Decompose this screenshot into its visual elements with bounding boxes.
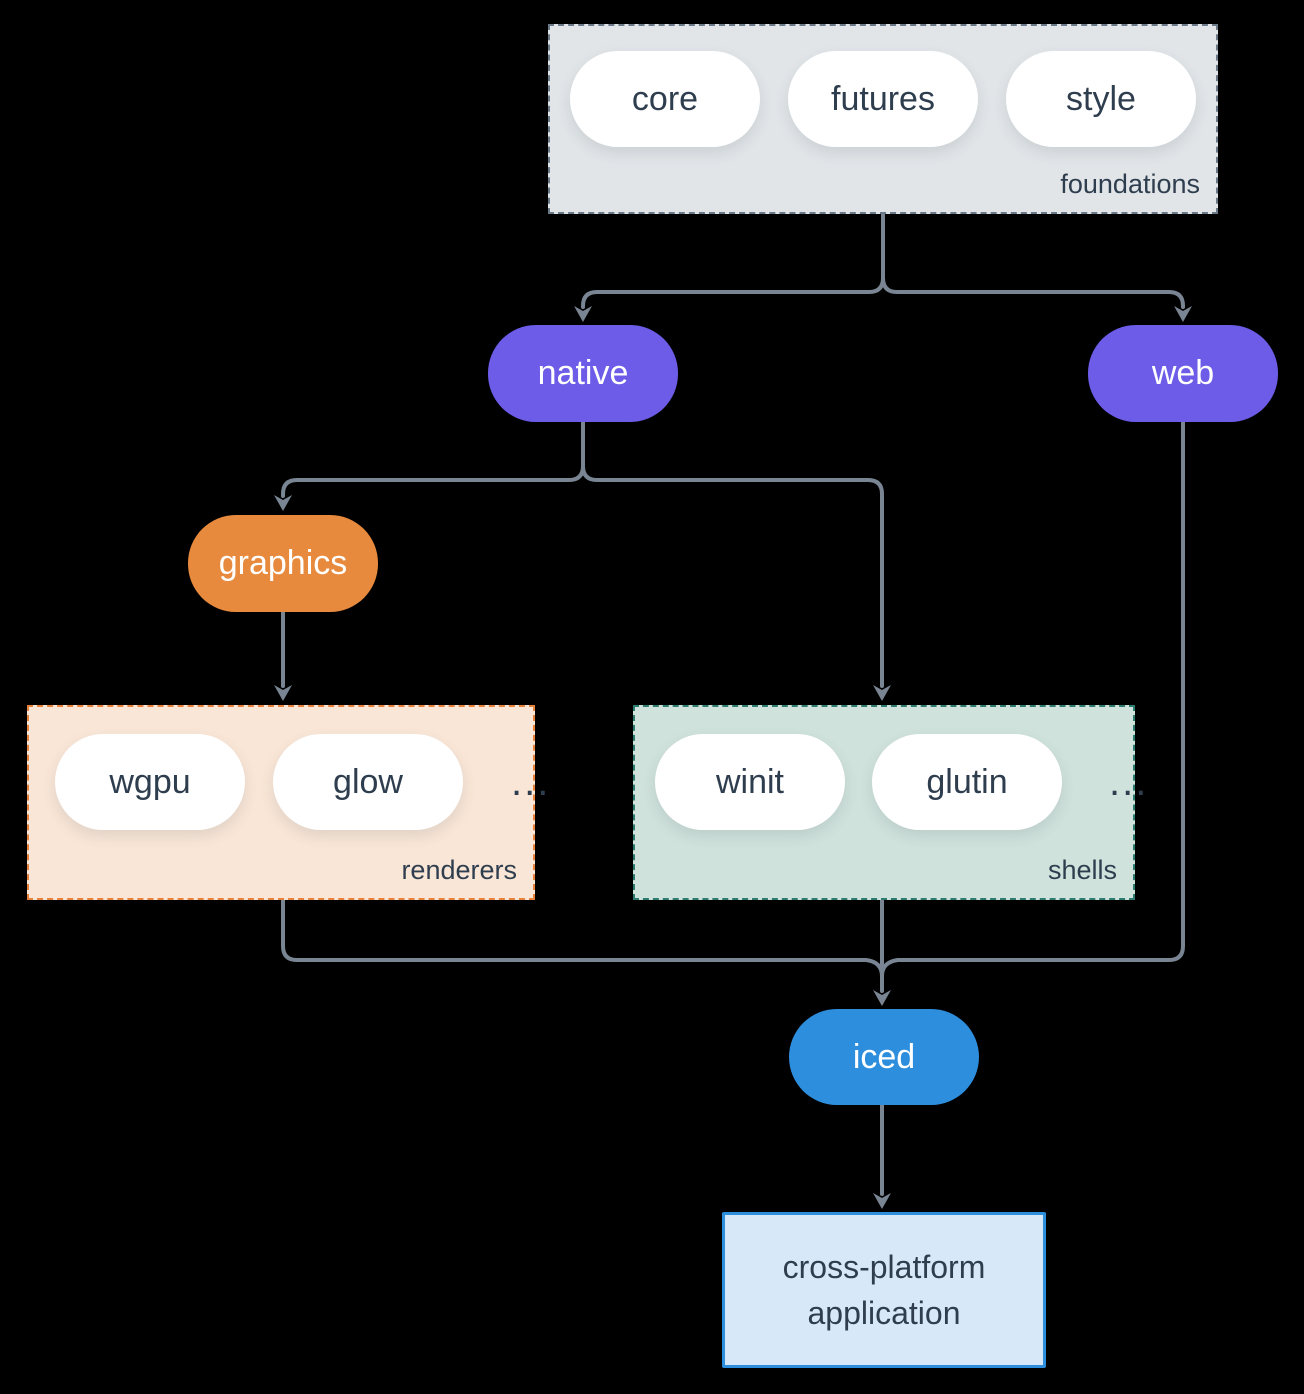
arrowhead-web-icon <box>1174 306 1192 322</box>
renderers-ellipsis: ... <box>511 759 551 804</box>
edge-native-shells <box>581 420 884 688</box>
node-graphics: graphics <box>188 515 378 612</box>
arrowhead-graphics-icon <box>274 495 292 511</box>
arrowhead-shells-icon <box>873 685 891 701</box>
shells-ellipsis: ... <box>1109 759 1149 804</box>
foundations-pill-row: core futures style <box>570 51 1196 147</box>
edge-renderers-iced <box>281 898 884 978</box>
shells-group: winit glutin ... shells <box>633 705 1146 900</box>
node-native: native <box>488 325 678 422</box>
foundations-group: core futures style foundations <box>548 24 1218 214</box>
shells-label: shells <box>1047 855 1117 885</box>
pill-glutin: glutin <box>872 734 1062 830</box>
application-label: cross-platform application <box>782 1248 986 1331</box>
pill-glow: glow <box>273 734 463 830</box>
node-web: web <box>1088 325 1278 422</box>
shells-pill-row: winit glutin ... <box>655 734 1148 830</box>
pill-style: style <box>1006 51 1196 147</box>
renderers-pill-row: wgpu glow ... <box>55 734 550 830</box>
pill-futures: futures <box>788 51 978 147</box>
pill-core: core <box>570 51 760 147</box>
renderers-group: wgpu glow ... renderers <box>27 705 548 900</box>
arrowhead-iced-icon <box>873 990 891 1006</box>
arrowhead-application-icon <box>873 1193 891 1209</box>
application-box: cross-platform application <box>722 1212 1046 1368</box>
arrowhead-renderers-icon <box>274 685 292 701</box>
edge-foundations-web <box>881 213 1185 309</box>
arrowhead-native-icon <box>574 306 592 322</box>
edge-foundations-native <box>581 213 885 309</box>
node-iced: iced <box>789 1009 979 1105</box>
edge-native-graphics <box>281 420 585 498</box>
foundations-label: foundations <box>1060 169 1200 199</box>
pill-wgpu: wgpu <box>55 734 245 830</box>
renderers-label: renderers <box>401 855 517 885</box>
pill-winit: winit <box>655 734 845 830</box>
